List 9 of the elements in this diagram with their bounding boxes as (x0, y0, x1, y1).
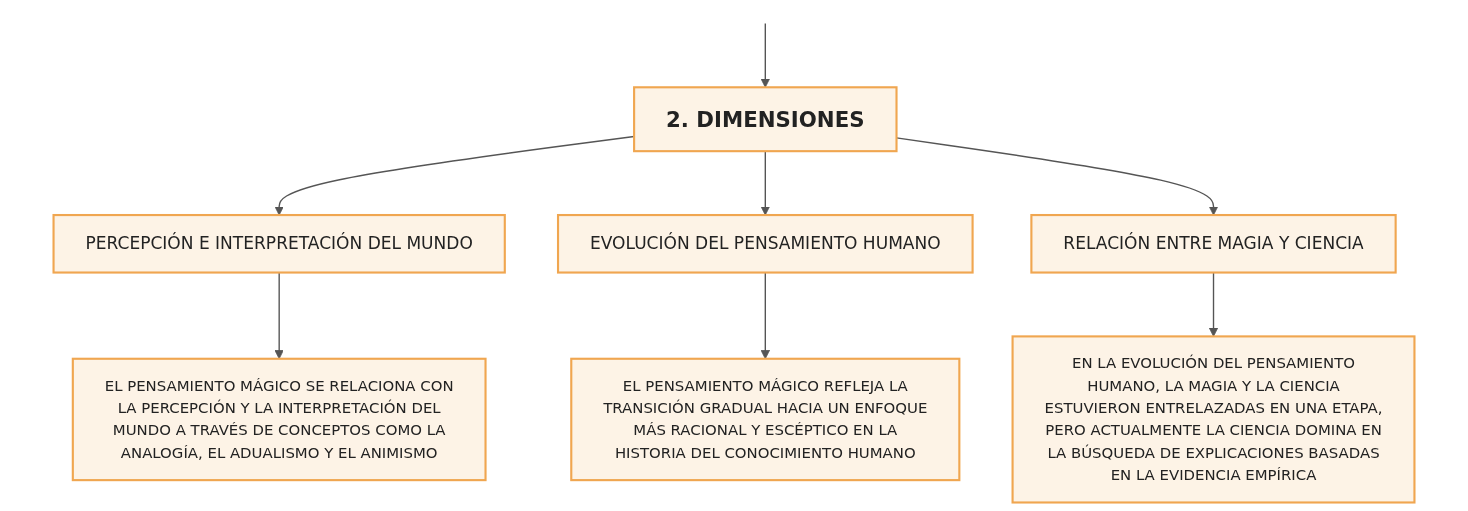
node-box: EL PENSAMIENTO MÁGICO REFLEJA LA TRANSICIÓN GRADUAL HACIA UN ENFOQUE MÁS RACIONAL Y ESCÉPTICO EN LA HISTORIA DEL CONOCIMIENTO HUMANO (570, 357, 961, 482)
node-box: EL PENSAMIENTO MÁGICO SE RELACIONA CON LA PERCEPCIÓN Y LA INTERPRETACIÓN DEL MUNDO A TRAVÉS DE CONCEPTOS COMO LA ANALOGÍA, EL ADUALISMO Y EL ANIMISMO (71, 357, 487, 482)
arrow (760, 22, 770, 88)
node-box: 2. DIMENSIONES (633, 86, 898, 153)
node-box: PERCEPCIÓN E INTERPRETACIÓN DEL MUNDO (52, 214, 506, 274)
arrow (274, 135, 635, 216)
node-box: EVOLUCIÓN DEL PENSAMIENTO HUMANO (556, 214, 974, 274)
node-box: EN LA EVOLUCIÓN DEL PENSAMIENTO HUMANO, LA MAGIA Y LA CIENCIA ESTUVIERON ENTRELAZADAS EN UNA ETAPA, PERO ACTUALMENTE LA CIENCIA DOMINA EN LA BÚSQUEDA DE EXPLICACIONES BASADAS EN LA EVIDENCIA EMPÍRICA (1011, 335, 1416, 504)
node-box: RELACIÓN ENTRE MAGIA Y CIENCIA (1030, 214, 1397, 274)
